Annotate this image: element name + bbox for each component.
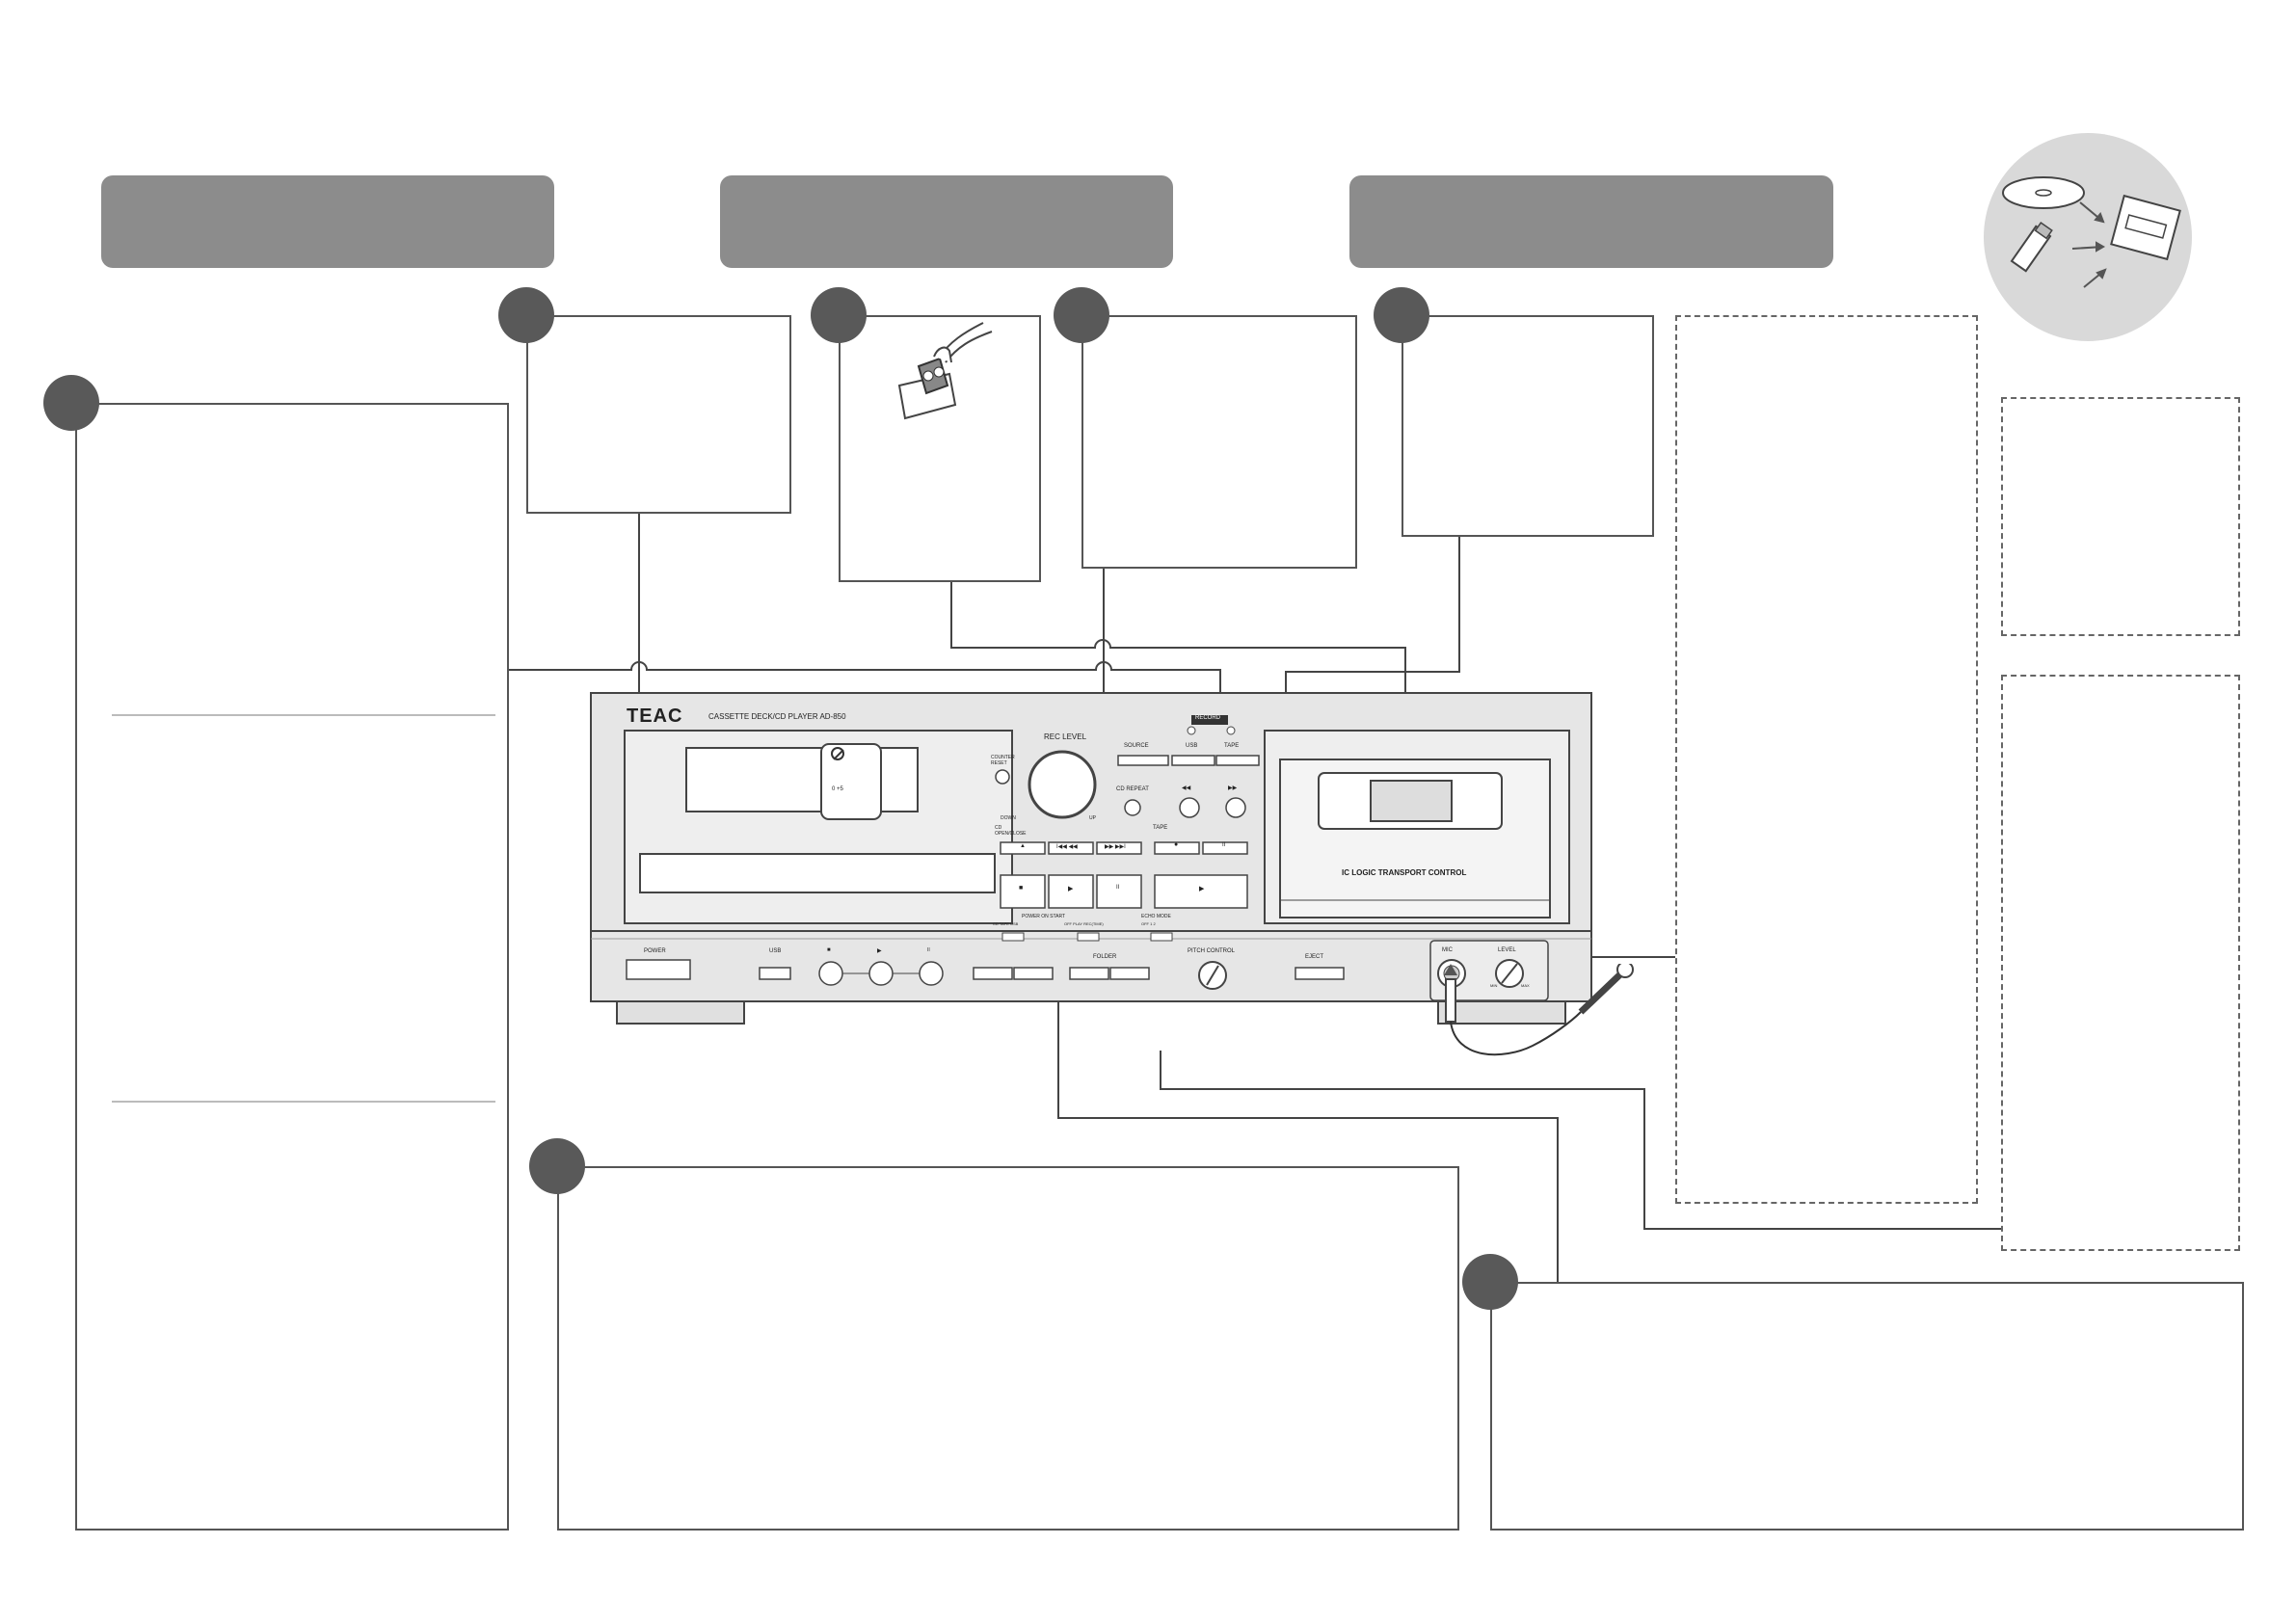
model-line: CASSETTE DECK/CD PLAYER AD-850: [708, 712, 846, 721]
step-badge-6: [529, 1138, 585, 1194]
recording-sources-illustration: [1984, 133, 2192, 341]
eject-label: EJECT: [1305, 954, 1324, 960]
section-header-3: [1349, 175, 1833, 268]
down-label: DOWN: [1001, 815, 1016, 821]
prev-symbol: I◀◀ ◀◀: [1056, 844, 1078, 850]
start-options: OFF PLAY REC(TIME): [1064, 921, 1104, 926]
play-symbol: ▶: [1068, 886, 1074, 892]
step-badge-3: [811, 287, 867, 343]
echo-mode-label: ECHO MODE: [1141, 914, 1171, 919]
level-label: LEVEL: [1498, 947, 1516, 953]
hand-cassette-icon: [892, 318, 998, 424]
usb-stick-icon: [2010, 222, 2053, 273]
min-label: MIN: [1490, 983, 1498, 988]
divider-line-1: [112, 714, 495, 716]
device-illustration: [590, 692, 1592, 1025]
source-label: SOURCE: [1124, 743, 1149, 749]
ff-symbol: ▶▶: [1228, 785, 1238, 791]
power-label: POWER: [644, 948, 666, 954]
pause-symbol: II: [1116, 885, 1120, 891]
folder-label: FOLDER: [1093, 954, 1117, 960]
pause-symbol-tape: II: [1222, 842, 1226, 848]
tape-play-symbol: ▶: [1199, 886, 1205, 892]
step-badge-7: [1462, 1254, 1518, 1310]
microphone-icon: [1444, 964, 1634, 1056]
section-header-1: [101, 175, 554, 268]
step-badge-4: [1054, 287, 1109, 343]
max-label: MAX: [1521, 983, 1530, 988]
callout-box-echo: [1490, 1282, 2244, 1531]
tape-section-label: TAPE: [1153, 825, 1168, 831]
bottom-play-symbol: ▶: [877, 948, 882, 954]
usb-label: USB: [1186, 743, 1198, 749]
cd-repeat-label: CD REPEAT: [1116, 786, 1149, 792]
note-box-tall: [1675, 315, 1978, 1204]
callout-box-power: [526, 315, 791, 514]
step-badge-5: [1374, 287, 1429, 343]
note-box-small: [2001, 397, 2240, 636]
up-label: UP: [1089, 815, 1096, 821]
cd-icon: [2002, 176, 2085, 209]
next-symbol: ▶▶ ▶▶I: [1105, 844, 1126, 850]
cd-open-close-label: CD OPEN/CLOSE: [995, 825, 1027, 837]
usb-port-label: USB: [769, 948, 782, 954]
rew-symbol: ◀◀: [1182, 785, 1191, 791]
note-box-mic: [2001, 675, 2240, 1251]
callout-box-rec-level: [557, 1166, 1459, 1531]
divider-line-2: [112, 1101, 495, 1103]
cassette-icon: [2110, 194, 2181, 261]
mic-label: MIC: [1442, 947, 1453, 953]
stop-symbol: ■: [1019, 885, 1024, 892]
tab-values: 0 +5: [832, 786, 843, 792]
power-on-start-label: POWER ON START: [1022, 914, 1066, 919]
brand-logo: TEAC: [627, 706, 683, 727]
rec-symbol: ●: [1174, 841, 1179, 848]
eject-symbol: ▲: [1020, 843, 1026, 849]
rec-level-label: REC LEVEL: [1044, 732, 1087, 741]
no-sign-icon: [831, 747, 844, 760]
callout-box-source: [1081, 315, 1357, 569]
bottom-pause-symbol: II: [927, 947, 930, 953]
counter-reset-label: COUNTER RESET: [991, 755, 1015, 766]
echo-options: OFF 1 2: [1141, 921, 1156, 926]
record-label: RECORD: [1195, 715, 1221, 721]
step-badge-2: [498, 287, 554, 343]
power-on-options: CD TAPE USB: [993, 921, 1019, 926]
pitch-control-label: PITCH CONTROL: [1188, 948, 1236, 954]
step-badge-1: [43, 375, 99, 431]
callout-box-left: [75, 403, 509, 1531]
callout-box-record: [1402, 315, 1654, 537]
bottom-stop-symbol: ■: [827, 947, 831, 953]
section-header-2: [720, 175, 1173, 268]
logic-control-label: IC LOGIC TRANSPORT CONTROL: [1342, 868, 1467, 877]
callout-box-insert-cassette: [839, 315, 1041, 582]
tape-label: TAPE: [1224, 743, 1240, 749]
